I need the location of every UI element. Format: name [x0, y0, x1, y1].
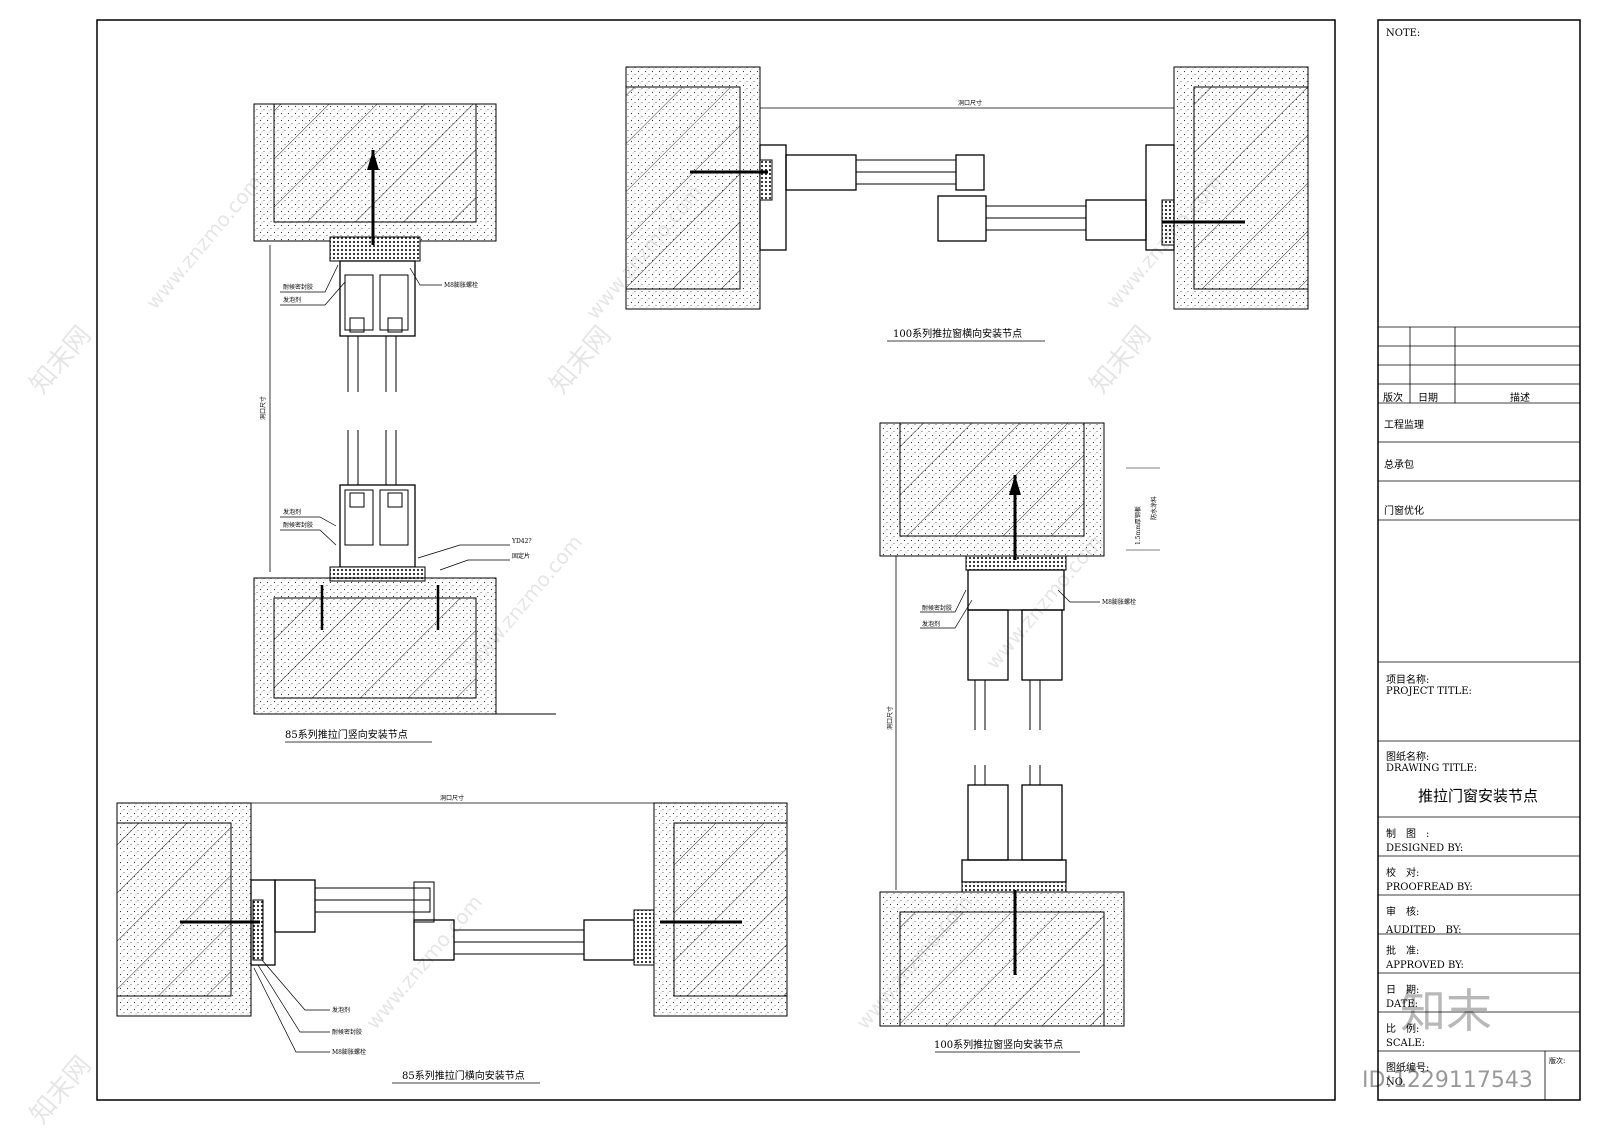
watermark-logo: 知末	[1400, 984, 1492, 1038]
drawing-no-en: NO.	[1386, 1077, 1406, 1088]
general-contractor-label: 总承包	[1384, 460, 1414, 471]
date-col-header: 日期	[1418, 393, 1438, 404]
drawing-no-cn: 图纸编号:	[1386, 1063, 1430, 1074]
dim-label-85v: 洞口尺寸	[259, 396, 267, 420]
dim-label-85h: 洞口尺寸	[440, 794, 464, 802]
approved-cn: 批 准:	[1386, 946, 1420, 957]
label-foam-1: 发泡剂	[283, 296, 301, 304]
audited-cn: 审 核:	[1386, 907, 1420, 918]
label-anchor-3: M8膨胀螺栓	[332, 1048, 366, 1056]
dim-label-100h: 洞口尺寸	[958, 99, 982, 107]
label-waterproof: 防水涂料	[1150, 496, 1158, 520]
label-foam-2: 发泡剂	[283, 508, 301, 516]
label-anchor-1: M8膨胀螺栓	[444, 281, 478, 289]
detail-100-horizontal	[625, 66, 1309, 342]
label-yd42: YD42?	[511, 538, 532, 545]
proofread-cn: 校 对:	[1386, 868, 1420, 879]
dim-label-100v: 洞口尺寸	[886, 706, 894, 730]
note-label: NOTE:	[1386, 28, 1421, 39]
title-block-frame	[1377, 19, 1581, 1101]
label-sealant-1: 耐候密封胶	[283, 283, 313, 291]
proofread-en: PROOFREAD BY:	[1386, 882, 1473, 893]
label-sealant-4: 耐候密封胶	[922, 604, 952, 612]
caption-85-horizontal: 85系列推拉门横向安装节点	[402, 1069, 525, 1082]
label-15mm: 1.5mm厚钢板	[1134, 506, 1142, 545]
detail-85-vertical	[253, 103, 556, 743]
scale-en: SCALE:	[1386, 1038, 1426, 1049]
audited-en: AUDITED BY:	[1386, 925, 1462, 936]
desc-col-header: 描述	[1510, 393, 1530, 404]
title-block-grid	[1378, 326, 1580, 1100]
date-cn: 日 期:	[1386, 985, 1420, 996]
designed-en: DESIGNED BY:	[1386, 843, 1464, 854]
project-title-cn: 项目名称:	[1386, 675, 1430, 686]
caption-100-vertical: 100系列推拉窗竖向安装节点	[934, 1038, 1063, 1051]
detail-100-vertical	[879, 422, 1160, 1053]
label-sealant-3: 耐候密封胶	[332, 1028, 362, 1036]
designed-cn: 制 图 :	[1386, 829, 1430, 840]
drawing-title-en: DRAWING TITLE:	[1386, 763, 1478, 774]
drawing-title-cn: 图纸名称:	[1386, 752, 1430, 763]
label-anchor-4: M8膨胀螺栓	[1102, 598, 1136, 606]
label-foam-3: 发泡剂	[332, 1006, 350, 1014]
drawing-frame	[96, 19, 1336, 1101]
rev-col-header: 版次	[1383, 393, 1403, 404]
label-foam-4: 发泡剂	[922, 620, 940, 628]
rev-label: 版次:	[1549, 1057, 1566, 1065]
detail-85-horizontal	[116, 802, 788, 1084]
date-en: DATE:	[1386, 999, 1419, 1010]
supervision-label: 工程监理	[1384, 420, 1424, 431]
drawing-name: 推拉门窗安装节点	[1418, 787, 1539, 805]
window-opt-label: 门窗优化	[1384, 506, 1424, 517]
approved-en: APPROVED BY:	[1386, 960, 1464, 971]
project-title-en: PROJECT TITLE:	[1386, 686, 1472, 697]
caption-100-horizontal: 100系列推拉窗横向安装节点	[893, 327, 1022, 340]
caption-85-vertical: 85系列推拉门竖向安装节点	[285, 728, 408, 741]
watermark-id: ID:1229117543	[1362, 1068, 1533, 1093]
label-fixed: 固定片	[512, 552, 530, 560]
scale-cn: 比 例:	[1386, 1024, 1420, 1035]
label-sealant-2: 耐候密封胶	[283, 521, 313, 529]
